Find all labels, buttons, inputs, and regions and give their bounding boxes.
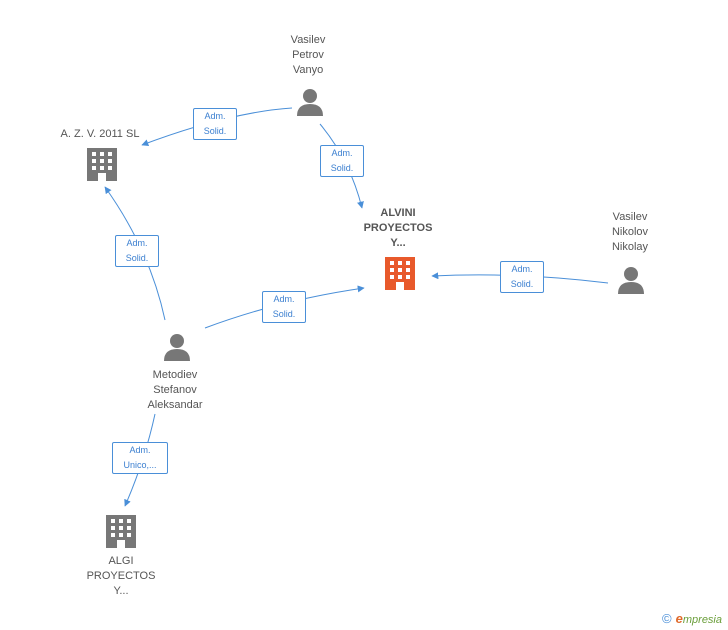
node-label-metodiev[interactable]: Metodiev Stefanov Aleksandar [147, 369, 203, 411]
person-icon[interactable] [164, 334, 190, 361]
edge-label-vasilev-petrov-alvini[interactable]: Adm. Solid. [320, 145, 364, 177]
edge-label-vasilev-petrov-az[interactable]: Adm. Solid. [193, 108, 237, 140]
node-label-algi[interactable]: ALGI PROYECTOS Y... [86, 555, 156, 597]
person-icon[interactable] [618, 267, 644, 294]
building-icon[interactable] [87, 148, 117, 181]
edge-label-vasilev-nikolov-alvini[interactable]: Adm. Solid. [500, 261, 544, 293]
edge-label-metodiev-algi[interactable]: Adm. Unico,... [112, 442, 168, 474]
edge-label-metodiev-alvini[interactable]: Adm. Solid. [262, 291, 306, 323]
copyright-icon: © [662, 611, 672, 626]
brand-name: mpresia [682, 614, 722, 626]
person-icon[interactable] [297, 89, 323, 116]
node-label-vasilev-nikolov[interactable]: Vasilev Nikolov Nikolay [611, 211, 649, 253]
building-icon[interactable] [385, 257, 415, 290]
node-label-az-v-2011[interactable]: A. Z. V. 2011 SL [60, 128, 140, 140]
brand-initial: e [675, 611, 683, 626]
node-label-alvini[interactable]: ALVINI PROYECTOS Y... [363, 207, 433, 249]
empresia-brand: ©empresia [662, 611, 722, 626]
node-label-vasilev-petrov[interactable]: Vasilev Petrov Vanyo [290, 34, 326, 76]
building-icon[interactable] [106, 515, 136, 548]
edge-label-metodiev-az[interactable]: Adm. Solid. [115, 235, 159, 267]
